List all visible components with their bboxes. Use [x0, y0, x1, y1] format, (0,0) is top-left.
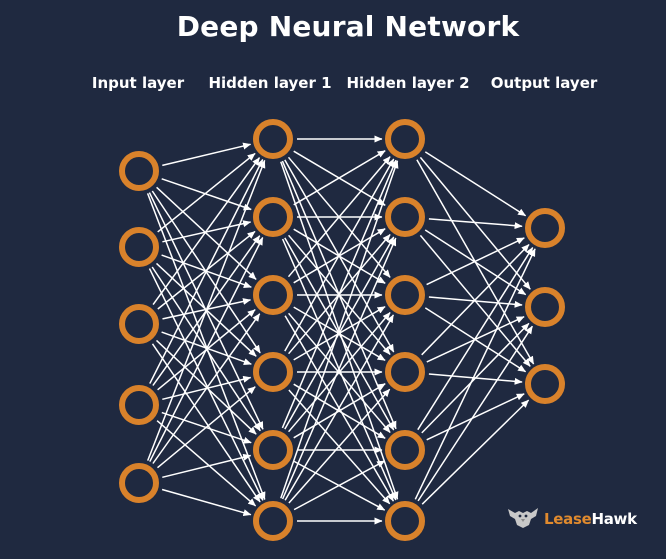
edge-l2n5-l3n1 [417, 325, 534, 502]
node-hidden-1-6 [253, 501, 293, 541]
node-output-3 [525, 364, 565, 404]
edge-l0n1-l1n0 [157, 152, 256, 233]
edge-l2n2-l3n1 [428, 296, 523, 308]
node-hidden-1-5 [253, 430, 293, 470]
edge-l1n3-l2n0 [284, 158, 395, 352]
edge-l2n0-l3n1 [419, 156, 531, 290]
edge-l0n4-l1n3 [157, 386, 256, 469]
edge-l0n3-l1n5 [156, 420, 257, 507]
edge-l0n2-l1n0 [152, 157, 261, 306]
edge-l1n5-l2n0 [280, 160, 399, 499]
edge-l0n0-l1n0 [162, 142, 252, 167]
edge-l2n4-l3n2 [426, 393, 525, 441]
node-hidden-2-1 [385, 119, 425, 159]
edge-l1n5-l2n2 [284, 314, 395, 501]
edge-l2n4-l3n0 [417, 247, 534, 431]
layer-label-hidden-1: Hidden layer 1 [208, 74, 332, 92]
edge-l2n4-l3n1 [421, 322, 530, 434]
node-hidden-1-3 [253, 275, 293, 315]
edge-l2n0-l3n0 [424, 151, 527, 217]
edge-l0n4-l1n5 [161, 488, 252, 517]
layer-label-input: Input layer [91, 74, 185, 92]
edge-l1n4-l2n1 [284, 236, 395, 430]
node-hidden-1-1 [253, 119, 293, 159]
edge-l0n3-l1n0 [149, 159, 264, 384]
layer-label-hidden-2: Hidden layer 2 [346, 74, 470, 92]
edge-l1n5-l2n4 [293, 460, 386, 511]
leasehawk-logo: LeaseHawk [506, 505, 637, 533]
edge-l1n4-l2n3 [293, 383, 386, 439]
edge-l1n5-l2n1 [281, 237, 397, 500]
logo-text-lease: Lease [544, 510, 592, 528]
node-hidden-1-2 [253, 197, 293, 237]
edge-l1n4-l2n2 [288, 312, 391, 433]
edge-l1n4-l2n0 [281, 159, 397, 429]
edge-l0n4-l1n2 [152, 313, 261, 464]
edges-group [146, 135, 536, 525]
hawk-icon [506, 505, 540, 533]
edge-l1n2-l2n0 [287, 156, 391, 278]
edge-l0n0-l1n5 [146, 193, 266, 500]
node-hidden-2-2 [385, 197, 425, 237]
edge-l0n1-l1n5 [148, 268, 264, 501]
node-output-2 [525, 287, 565, 327]
edge-l2n5-l3n0 [414, 248, 536, 500]
nodes-group [119, 119, 565, 541]
node-input-1 [119, 151, 159, 191]
edge-l0n4-l1n0 [147, 159, 266, 461]
node-input-3 [119, 304, 159, 344]
edge-l0n4-l1n4 [162, 453, 252, 479]
node-output-1 [525, 208, 565, 248]
edge-l0n0-l1n1 [161, 178, 252, 211]
edge-l2n1-l3n1 [424, 229, 527, 296]
edge-l2n2-l3n0 [426, 237, 525, 286]
edge-l0n4-l1n1 [149, 237, 264, 462]
diagram-title: Deep Neural Network [176, 10, 520, 43]
node-input-5 [119, 463, 159, 503]
node-hidden-2-4 [385, 352, 425, 392]
node-hidden-2-5 [385, 430, 425, 470]
node-hidden-2-6 [385, 501, 425, 541]
edge-l2n3-l3n0 [421, 243, 530, 356]
node-hidden-2-3 [385, 275, 425, 315]
layer-label-output: Output layer [490, 74, 598, 92]
node-hidden-1-4 [253, 352, 293, 392]
logo-wordmark: LeaseHawk [544, 510, 637, 528]
edge-l2n1-l3n0 [428, 218, 523, 230]
edge-l1n5-l2n3 [288, 388, 391, 504]
edge-l0n2-l1n5 [151, 343, 261, 503]
edge-l2n5-l3n2 [421, 399, 530, 505]
logo-text-hawk: Hawk [591, 510, 637, 528]
node-input-4 [119, 385, 159, 425]
node-input-2 [119, 227, 159, 267]
edge-l1n1-l2n0 [293, 150, 386, 206]
